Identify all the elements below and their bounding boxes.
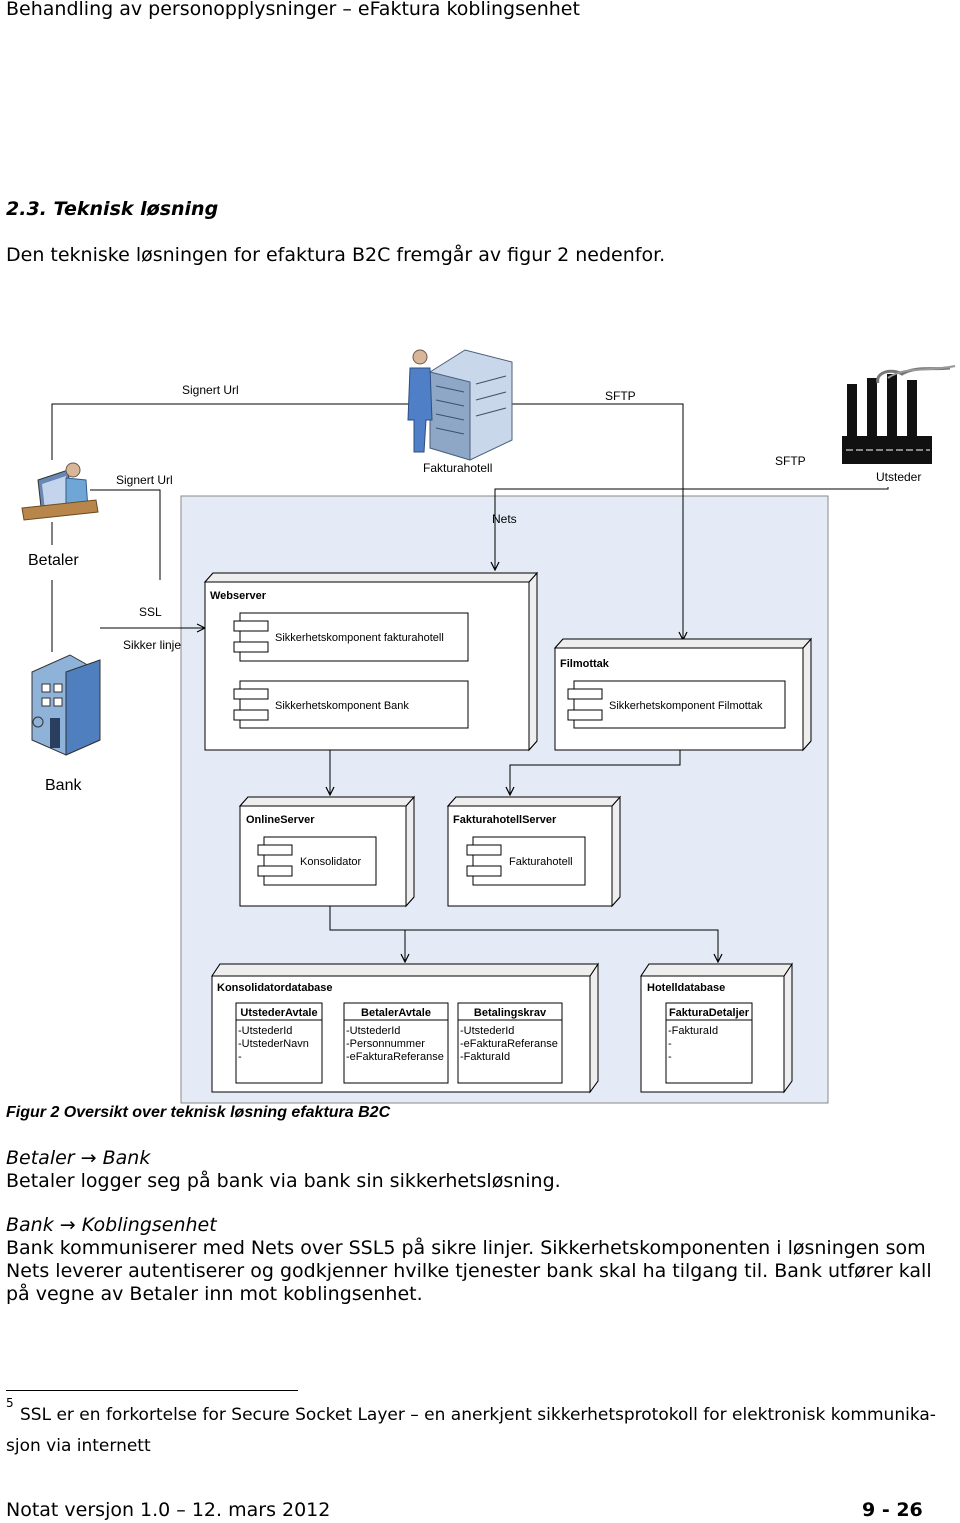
table-field: -eFakturaReferanse — [460, 1038, 558, 1050]
flow-heading-bank-koblingsenhet: Bank → Koblingsenhet — [6, 1214, 217, 1236]
nets-label: Nets — [492, 512, 517, 526]
table-fakturadetaljer: FakturaDetaljer -FakturaId - - — [665, 1002, 753, 1084]
intro-text: Den tekniske løsningen for efaktura B2C … — [6, 244, 666, 266]
table-field: -eFakturaReferanse — [346, 1051, 444, 1063]
footnote-divider — [6, 1390, 298, 1391]
sftp-label: SFTP — [775, 454, 806, 468]
footer-page-number: 9 - 26 — [862, 1499, 923, 1521]
factory-icon — [842, 365, 956, 464]
component-sikkerhet-fakturahotell — [239, 612, 469, 662]
sikkerhet-filmottak-label: Sikkerhetskomponent Filmottak — [609, 700, 763, 712]
footnote-number: 5 — [6, 1396, 14, 1410]
table-name: BetalerAvtale — [361, 1007, 431, 1019]
utsteder-label: Utsteder — [876, 470, 921, 484]
table-field: -UtstederId — [346, 1025, 400, 1037]
table-field: -FakturaId — [668, 1025, 718, 1037]
arrow-icon: → — [59, 1214, 76, 1236]
table-field: -Personnummer — [346, 1038, 425, 1050]
signed-url-connector — [90, 489, 161, 580]
sikkerhet-fakturahotell-label: Sikkerhetskomponent fakturahotell — [275, 632, 444, 644]
footer-version: Notat versjon 1.0 – 12. mars 2012 — [6, 1499, 331, 1521]
server-operator-icon — [407, 349, 513, 461]
hotelldatabase-label: Hotelldatabase — [647, 982, 725, 994]
table-name: UtstederAvtale — [240, 1007, 317, 1019]
onlineserver-label: OnlineServer — [246, 814, 315, 826]
table-betalingskrav: Betalingskrav -UtstederId -eFakturaRefer… — [457, 1002, 563, 1084]
flow-from: Betaler — [6, 1147, 75, 1169]
footnote-line1: SSL er en forkortelse for Secure Socket … — [20, 1405, 936, 1425]
sikkerhet-bank-label: Sikkerhetskomponent Bank — [275, 700, 409, 712]
sikker-linje-label: Sikker linje — [123, 638, 181, 652]
table-field: -UtstederNavn — [238, 1038, 309, 1050]
signed-url-top-label: Signert Url — [182, 383, 239, 397]
konsolidator-label: Konsolidator — [300, 856, 361, 868]
table-field: - — [238, 1051, 242, 1063]
filmottak-fakturahotellserver-connector — [510, 750, 681, 795]
figure-caption: Figur 2 Oversikt over teknisk løsning ef… — [6, 1104, 391, 1121]
flow-from: Bank — [6, 1214, 54, 1236]
betaler-label: Betaler — [28, 552, 79, 569]
component-sikkerhet-bank — [239, 680, 469, 729]
architecture-diagram: Webserver Filmottak Sikkerhetskomponent … — [21, 349, 956, 1104]
footnote-line2: sjon via internett — [6, 1436, 151, 1456]
fakturahotellserver-label: FakturahotellServer — [453, 814, 557, 826]
table-field: -FakturaId — [460, 1051, 510, 1063]
ssl-label: SSL — [139, 605, 162, 619]
paragraph-bank-line3: på vegne av Betaler inn mot koblingsenhe… — [6, 1283, 423, 1305]
servers-hotelldb-connector — [329, 906, 718, 962]
table-name: FakturaDetaljer — [669, 1007, 750, 1019]
filmottak-label: Filmottak — [560, 658, 610, 670]
konsolidatordatabase-label: Konsolidatordatabase — [217, 982, 333, 994]
signed-url-top-connector — [51, 403, 683, 640]
table-betaleravtale: BetalerAvtale -UtstederId -Personnummer … — [343, 1002, 449, 1084]
person-computer-icon — [21, 462, 99, 521]
paragraph-bank-line1: Bank kommuniserer med Nets over SSL5 på … — [6, 1237, 926, 1259]
flow-to: Koblingsenhet — [81, 1214, 217, 1236]
fakturahotell-label: Fakturahotell — [423, 461, 492, 475]
flow-to: Bank — [102, 1147, 151, 1169]
arrow-icon: → — [80, 1147, 97, 1169]
section-heading: 2.3. Teknisk løsning — [6, 198, 219, 220]
bank-label: Bank — [45, 777, 82, 794]
flow-heading-betaler-bank: Betaler → Bank — [6, 1147, 150, 1169]
paragraph-betaler: Betaler logger seg på bank via bank sin … — [6, 1170, 561, 1192]
paragraph-bank-line2: Nets leverer autentiserer og godkjenner … — [6, 1260, 932, 1282]
document-header: Behandling av personopplysninger – eFakt… — [6, 0, 580, 20]
fakturahotell-component-label: Fakturahotell — [509, 856, 573, 868]
sftp-top-label: SFTP — [605, 389, 636, 403]
table-name: Betalingskrav — [474, 1007, 547, 1019]
component-sikkerhet-filmottak — [573, 680, 786, 729]
table-field: -UtstederId — [238, 1025, 292, 1037]
sftp-connector — [495, 487, 889, 570]
table-field: - — [668, 1051, 672, 1063]
webserver-label: Webserver — [210, 590, 267, 602]
table-field: -UtstederId — [460, 1025, 514, 1037]
table-utstederavtale: UtstederAvtale -UtstederId -UtstederNavn… — [235, 1002, 323, 1084]
table-field: - — [668, 1038, 672, 1050]
signed-url-label: Signert Url — [116, 473, 173, 487]
bank-building-icon — [31, 654, 101, 756]
